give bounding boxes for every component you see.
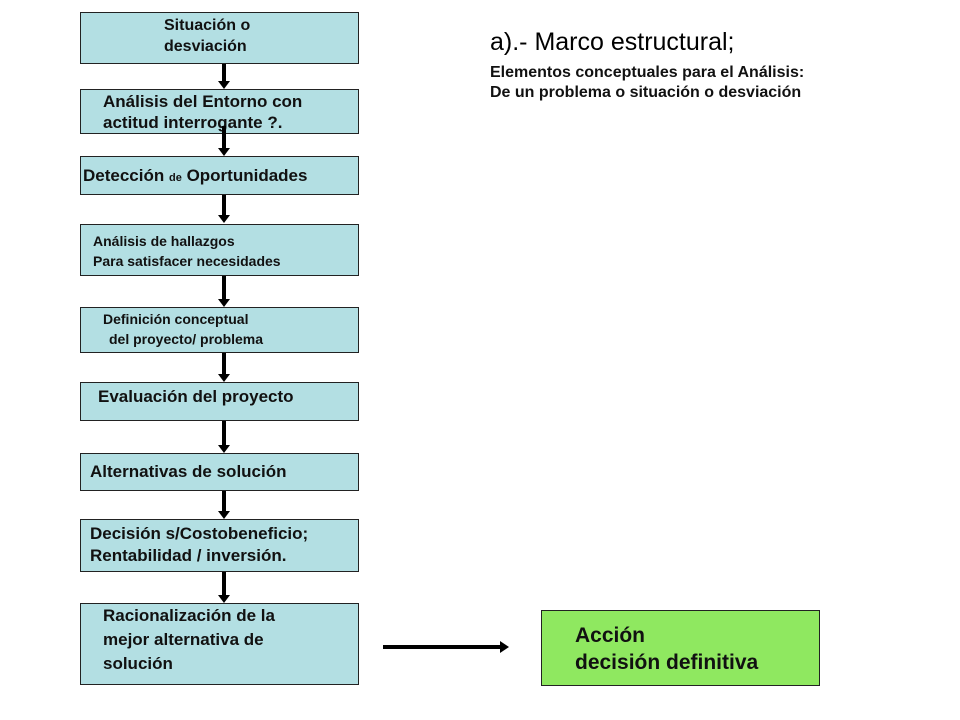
step-situacion-line1: Situación o bbox=[164, 17, 251, 34]
step-racionalizacion-line2: mejor alternativa de bbox=[103, 630, 264, 649]
step-deteccion-word1: Detección bbox=[83, 166, 165, 185]
step-definicion-line2: del proyecto/ problema bbox=[109, 331, 264, 347]
step-hallazgos: Análisis de hallazgos Para satisfacer ne… bbox=[80, 224, 359, 276]
step-definicion-line1: Definición conceptual bbox=[103, 311, 249, 327]
arrow-2 bbox=[218, 126, 230, 156]
diagram-subtitle-line2: De un problema o situación o desviación bbox=[490, 84, 802, 101]
step-alternativas-line1: Alternativas de solución bbox=[90, 462, 287, 481]
step-situacion-line2: desviación bbox=[164, 38, 247, 55]
arrow-8 bbox=[218, 572, 230, 603]
step-analisis-entorno-line2: actitud interrogante ?. bbox=[103, 113, 283, 132]
arrow-7 bbox=[218, 491, 230, 519]
step-hallazgos-line2: Para satisfacer necesidades bbox=[93, 253, 281, 269]
arrow-1 bbox=[218, 64, 230, 89]
arrow-3 bbox=[218, 195, 230, 223]
step-racionalizacion-line1: Racionalización de la bbox=[103, 606, 275, 625]
title-block: a).- Marco estructural; Elementos concep… bbox=[490, 28, 804, 103]
diagram-title: a).- Marco estructural; bbox=[490, 28, 735, 56]
step-decision: Decisión s/Costobeneficio; Rentabilidad … bbox=[80, 519, 359, 572]
arrow-5 bbox=[218, 353, 230, 382]
step-situacion: Situación o desviación bbox=[80, 12, 359, 64]
step-alternativas: Alternativas de solución bbox=[80, 453, 359, 491]
arrow-4 bbox=[218, 276, 230, 307]
step-decision-line2: Rentabilidad / inversión. bbox=[90, 546, 287, 565]
arrow-to-action bbox=[383, 641, 509, 653]
step-deteccion-word3: Oportunidades bbox=[186, 166, 308, 185]
diagram-subtitle-line1: Elementos conceptuales para el Análisis: bbox=[490, 64, 805, 81]
step-analisis-entorno: Análisis del Entorno con actitud interro… bbox=[80, 89, 359, 134]
arrow-6 bbox=[218, 421, 230, 453]
step-definicion: Definición conceptual del proyecto/ prob… bbox=[80, 307, 359, 353]
step-evaluacion: Evaluación del proyecto bbox=[80, 382, 359, 421]
action-line1: Acción bbox=[575, 624, 646, 647]
step-racionalizacion-line3: solución bbox=[103, 654, 173, 673]
step-deteccion-word2: de bbox=[168, 172, 182, 184]
action-line2: decisión definitiva bbox=[575, 651, 759, 674]
step-evaluacion-line1: Evaluación del proyecto bbox=[98, 387, 294, 406]
step-analisis-entorno-line1: Análisis del Entorno con bbox=[103, 92, 303, 111]
action-box: Acción decisión definitiva bbox=[541, 610, 820, 686]
step-decision-line1: Decisión s/Costobeneficio; bbox=[90, 524, 309, 543]
step-deteccion: Detección de Oportunidades bbox=[80, 156, 359, 195]
step-racionalizacion: Racionalización de la mejor alternativa … bbox=[80, 603, 359, 685]
step-hallazgos-line1: Análisis de hallazgos bbox=[93, 233, 235, 249]
